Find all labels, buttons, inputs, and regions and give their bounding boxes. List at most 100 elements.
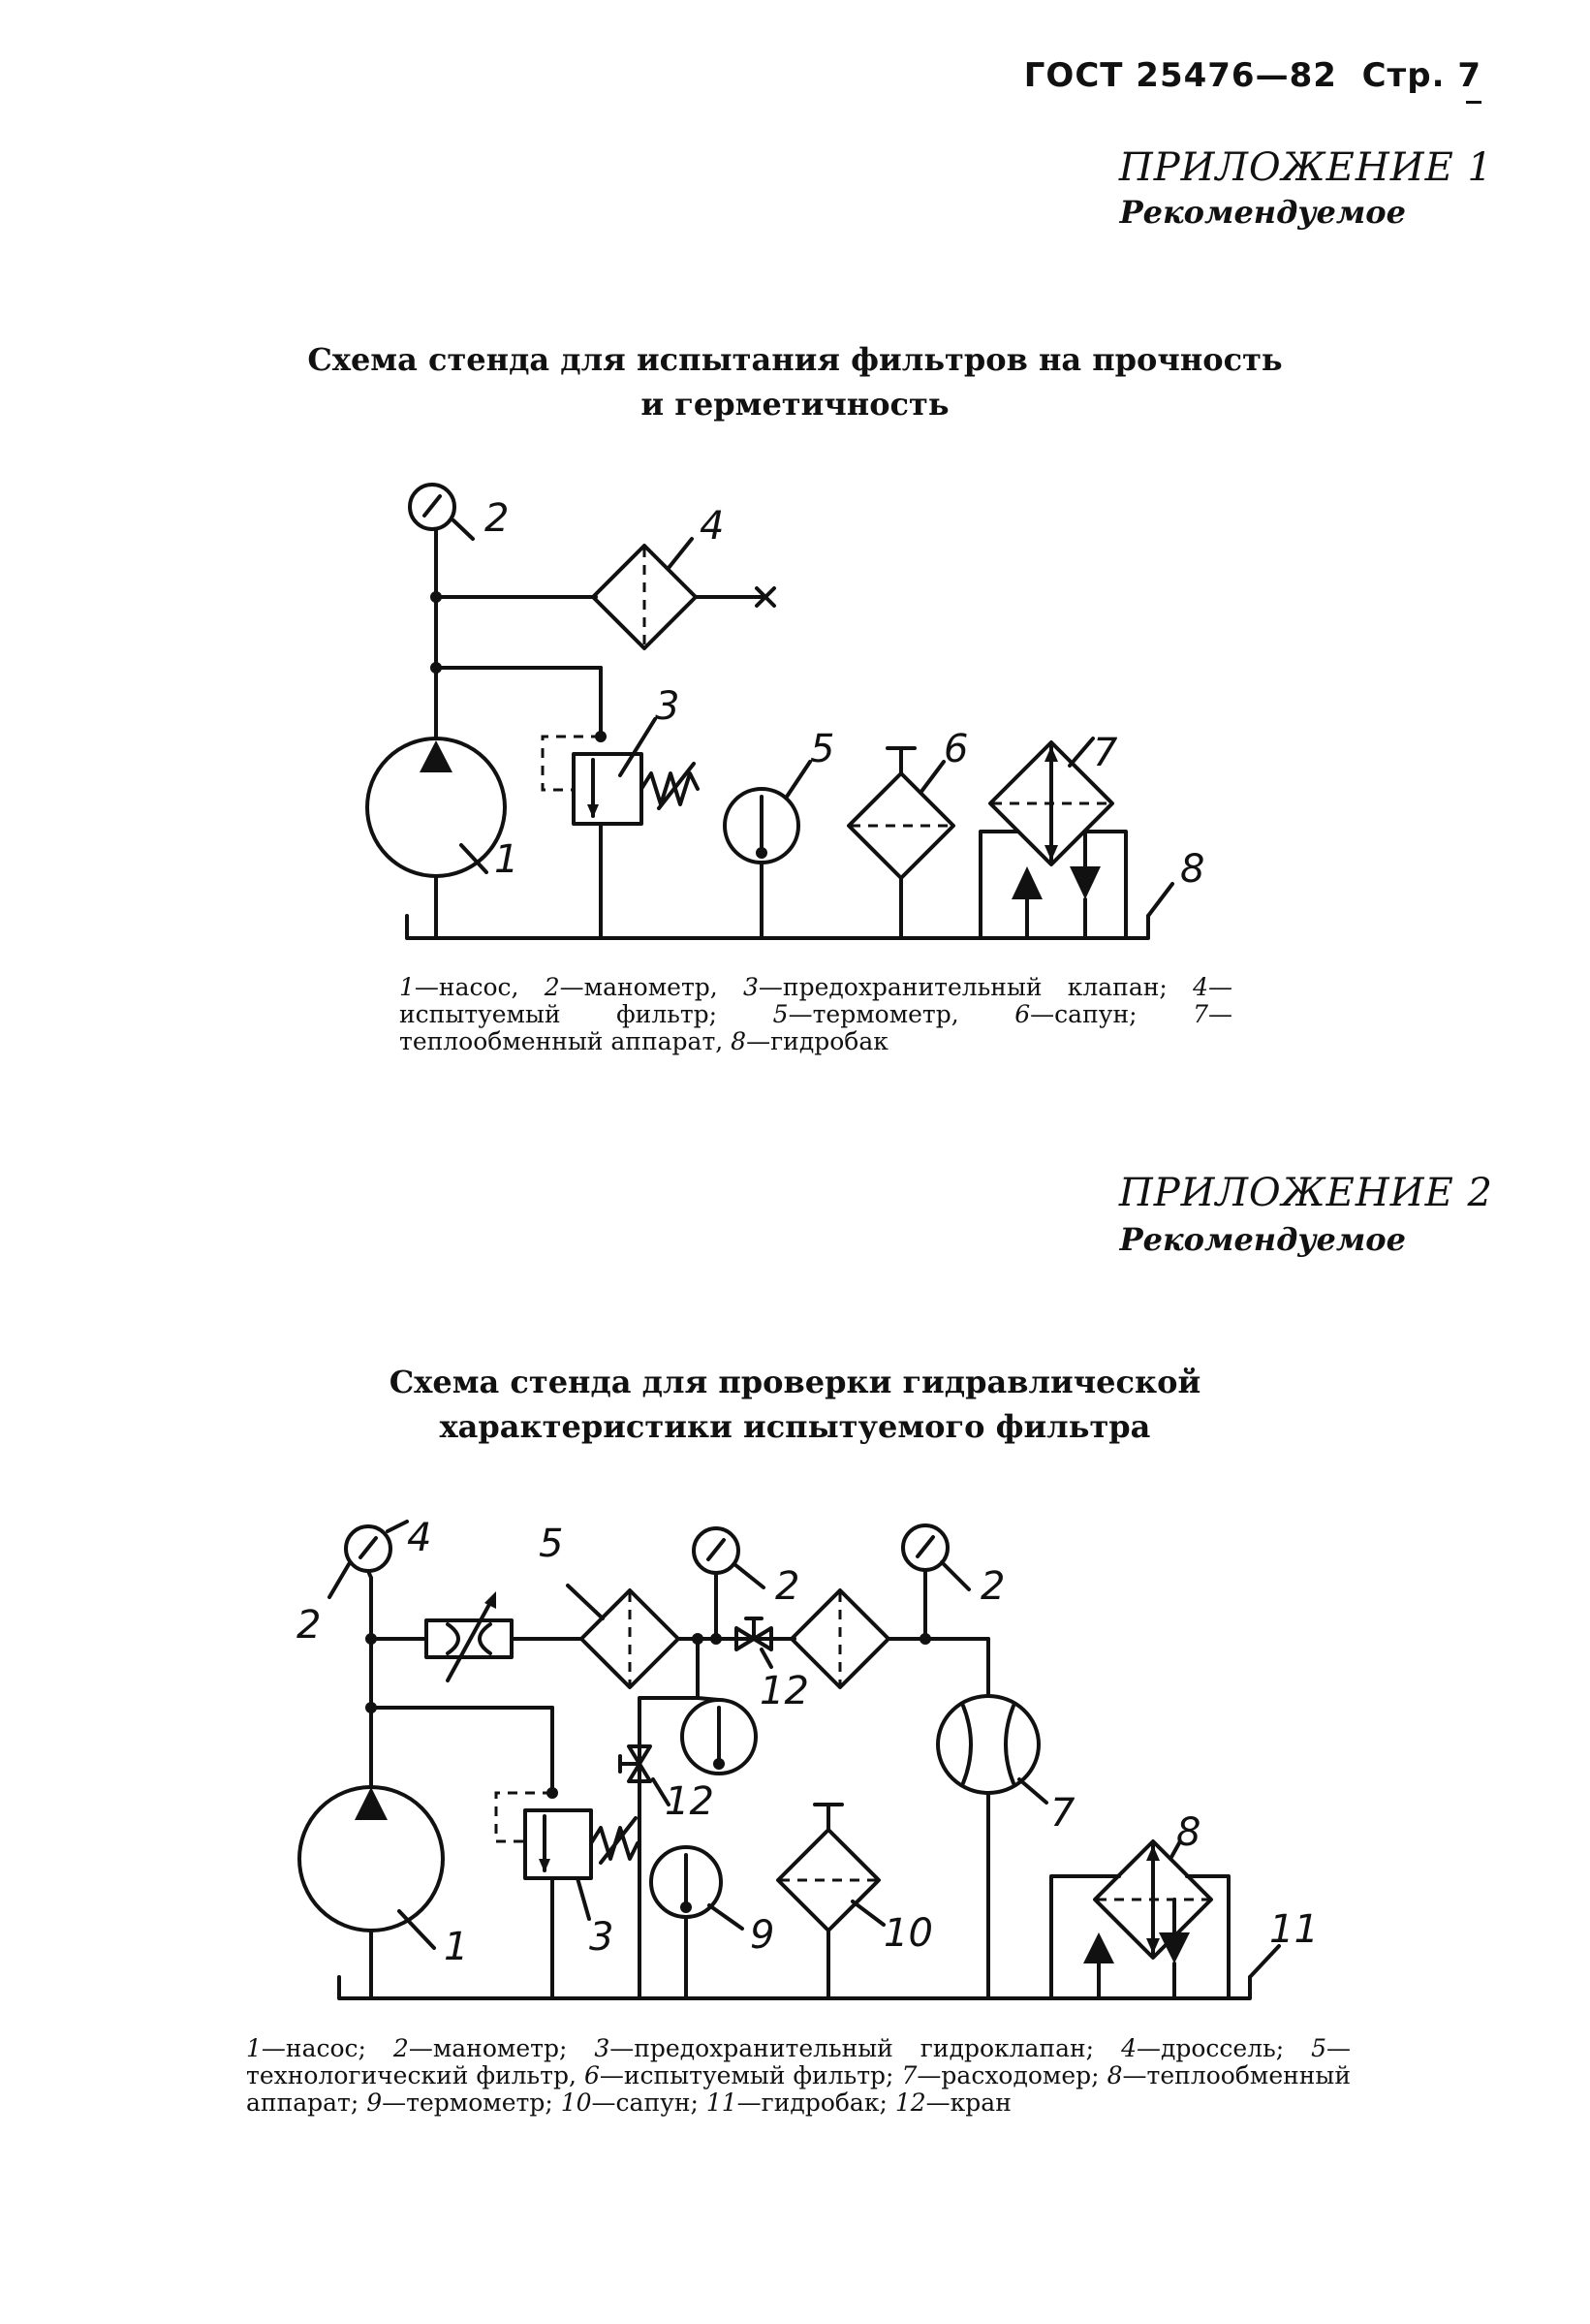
filter-6 <box>790 1588 890 1689</box>
legend-item: 5—термометр, <box>773 1000 1015 1028</box>
label-3: 3 <box>589 1915 613 1960</box>
appendix-1-subtitle: Рекомендуемое <box>1119 194 1406 231</box>
legend-item: 5—технологический фильтр, <box>246 2034 1351 2089</box>
legend-item: 11—гидробак; <box>706 2088 895 2117</box>
legend-item-text: —манометр; <box>408 2034 595 2062</box>
label-11: 11 <box>1269 1907 1319 1952</box>
legend-item-number: 11 <box>705 2088 737 2117</box>
heat-exchanger-8 <box>1093 1839 1213 1960</box>
legend-item: 9—термометр; <box>366 2088 560 2117</box>
legend-item-number: 5 <box>1311 2034 1327 2062</box>
legend-item-number: 1 <box>399 973 415 1001</box>
arrow-down <box>1070 866 1101 899</box>
tap-12-lower <box>627 1744 652 1766</box>
heat-exchanger-7 <box>988 740 1114 866</box>
legend-item-number: 8 <box>731 1027 747 1055</box>
legend-item: 2—манометр, <box>545 973 743 1001</box>
legend-item-number: 10 <box>560 2088 592 2117</box>
tank-11 <box>337 1975 1252 2000</box>
legend-item-text: —теплообменный аппарат, <box>399 1000 1232 1055</box>
filter-5 <box>579 1588 680 1689</box>
legend-item: 2—манометр; <box>393 2034 594 2062</box>
legend-item-number: 7 <box>1193 1000 1208 1028</box>
diagram-1-legend: 1—насос, 2—манометр, 3—предохранительный… <box>399 974 1232 1055</box>
breather-10 <box>776 1828 881 1932</box>
legend-item-text: —насос, <box>414 973 545 1001</box>
legend-item: 3—предохранительный клапан; <box>743 973 1193 1001</box>
label-4: 4 <box>700 504 724 549</box>
legend-item-text: —теплообменный аппарат; <box>246 2061 1351 2117</box>
legend-item-number: 6 <box>1014 1000 1031 1028</box>
label-9: 9 <box>750 1913 774 1958</box>
legend-item: 8—теплообменный аппарат; <box>246 2061 1351 2117</box>
label-1: 1 <box>444 1925 468 1969</box>
diagram-1-title-line-2: и герметичность <box>640 386 950 423</box>
legend-item-number: 4 <box>1121 2034 1137 2062</box>
pump-1-arrow <box>420 740 452 772</box>
legend-item-text: —манометр, <box>559 973 744 1001</box>
filter-4 <box>591 544 698 650</box>
label-4: 4 <box>407 1516 431 1560</box>
legend-item: 6—испытуемый фильтр; <box>584 2061 902 2089</box>
legend-item: 1—насос, <box>399 973 545 1001</box>
legend-item-text: —расходомер; <box>917 2061 1107 2089</box>
legend-2-text: 1—насос; 2—манометр; 3—предохранительный… <box>246 2035 1351 2117</box>
legend-item-number: 8 <box>1107 2061 1123 2089</box>
legend-item-text: —испытуемый фильтр; <box>599 2061 902 2089</box>
relief-valve-3-b <box>523 1808 593 1880</box>
legend-item-number: 9 <box>366 2088 383 2117</box>
gost-number: ГОСТ 25476—82 <box>1023 56 1337 95</box>
legend-item-number: 1 <box>246 2034 262 2062</box>
page-number: Стр. 7 <box>1361 56 1481 95</box>
appendix-1-title: ПРИЛОЖЕНИЕ 1 <box>1118 145 1493 190</box>
label-12-lower: 12 <box>665 1779 714 1824</box>
plug-x <box>755 586 776 608</box>
appendix-2-title: ПРИЛОЖЕНИЕ 2 <box>1118 1171 1493 1215</box>
legend-item-number: 3 <box>594 2034 610 2062</box>
arrow-up <box>1012 866 1043 899</box>
legend-item: 7—расходомер; <box>902 2061 1107 2089</box>
label-12-upper: 12 <box>760 1669 809 1713</box>
legend-item-text: —предохранительный гидроклапан; <box>609 2034 1122 2062</box>
label-10: 10 <box>884 1911 933 1956</box>
legend-item: 12—кран <box>895 2088 1012 2117</box>
legend-item: 4—дроссель; <box>1121 2034 1311 2062</box>
legend-item-text: —насос; <box>261 2034 393 2062</box>
legend-1-text: 1—насос, 2—манометр, 3—предохранительный… <box>399 974 1232 1055</box>
legend-item-number: 2 <box>544 973 560 1001</box>
label-3: 3 <box>655 684 679 729</box>
legend-item: 3—предохранительный гидроклапан; <box>594 2034 1121 2062</box>
diagram-2-title: Схема стенда для проверки гидравлической… <box>194 1360 1396 1449</box>
legend-item-number: 2 <box>392 2034 409 2062</box>
label-2: 2 <box>484 496 509 541</box>
legend-item: 7—теплообменный аппарат, <box>399 1000 1232 1055</box>
label-1: 1 <box>494 837 518 882</box>
legend-item-number: 3 <box>743 973 759 1001</box>
legend-item-number: 4 <box>1193 973 1208 1001</box>
legend-item-text: —сапун; <box>1030 1000 1194 1028</box>
legend-item-number: 6 <box>583 2061 600 2089</box>
legend-item-text: —технологический фильтр, <box>246 2034 1352 2089</box>
tank-8 <box>405 914 1150 940</box>
legend-item: 10—сапун; <box>561 2088 706 2117</box>
page-header: ГОСТ 25476—82 Стр. 7 <box>1024 56 1481 95</box>
label-8: 8 <box>1176 1810 1200 1855</box>
label-2-left: 2 <box>296 1603 321 1648</box>
label-5: 5 <box>539 1522 563 1566</box>
legend-item-text: —сапун; <box>591 2088 706 2117</box>
label-7: 7 <box>1050 1791 1076 1836</box>
legend-item-text: —термометр, <box>788 1000 1015 1028</box>
diagram-1-title-line-1: Схема стенда для испытания фильтров на п… <box>307 341 1283 378</box>
label-7: 7 <box>1093 731 1118 775</box>
diagram-1-title: Схема стенда для испытания фильтров на п… <box>194 337 1396 426</box>
legend-item-number: 5 <box>772 1000 789 1028</box>
diagram-2-title-line-1: Схема стенда для проверки гидравлической <box>389 1364 1201 1400</box>
legend-item-text: —испытуемый фильтр; <box>399 973 1232 1028</box>
label-5: 5 <box>810 727 834 771</box>
legend-item-number: 7 <box>901 2061 918 2089</box>
gauge-2 <box>408 483 456 531</box>
legend-item-text: —гидробак <box>746 1027 889 1055</box>
label-6: 6 <box>944 727 968 771</box>
appendix-2-subtitle: Рекомендуемое <box>1119 1221 1406 1258</box>
